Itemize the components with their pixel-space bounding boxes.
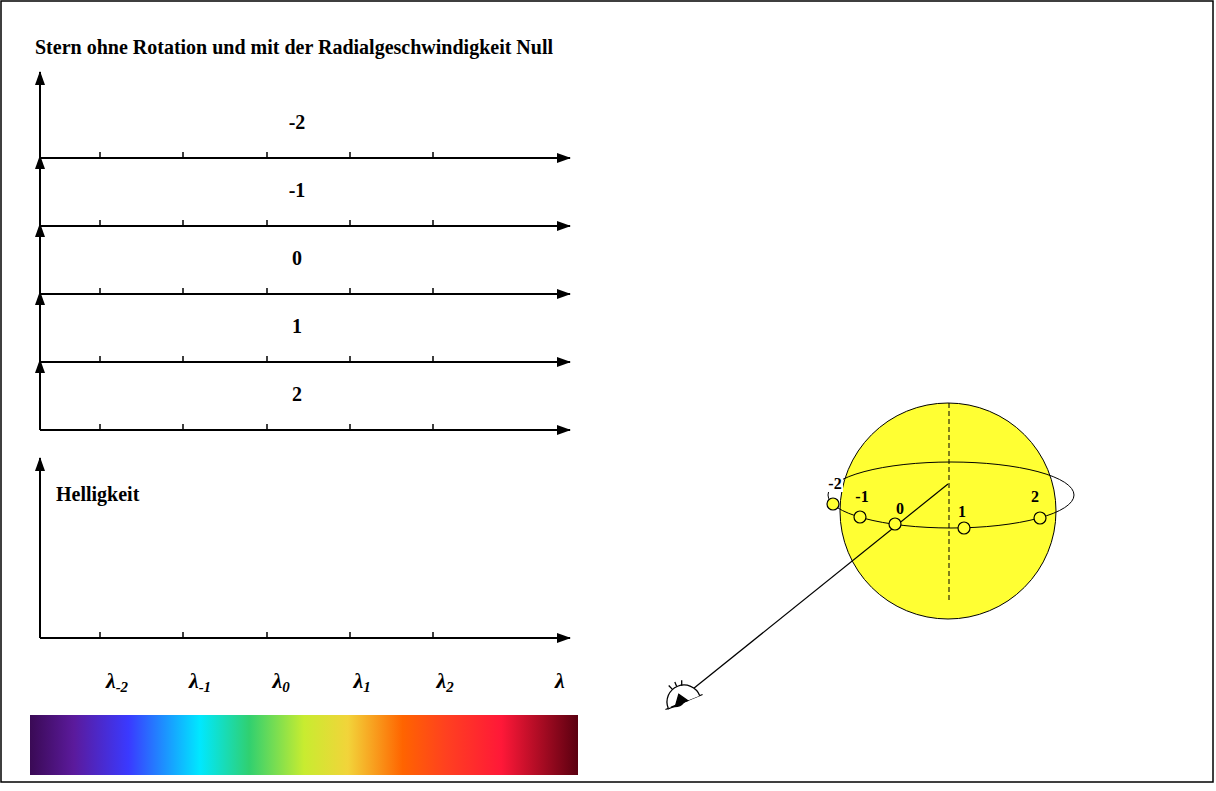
line-of-sight <box>668 484 948 709</box>
axis-label: Helligkeit <box>56 484 139 505</box>
x-axis <box>40 637 570 639</box>
x-axis <box>40 225 570 227</box>
point-label: 0 <box>895 501 905 518</box>
surface-point <box>889 518 901 530</box>
rotation-axis <box>949 403 950 603</box>
wavelength-label: λ-1 <box>189 669 211 692</box>
row-label: 0 <box>292 248 302 269</box>
spectrum-axes <box>40 72 570 638</box>
wavelength-label: λ2 <box>436 669 453 692</box>
x-axis <box>40 293 570 295</box>
surface-point <box>854 511 866 523</box>
row-label: 1 <box>292 316 302 337</box>
y-axis <box>39 224 41 294</box>
y-axis <box>39 156 41 226</box>
equator <box>828 462 1074 528</box>
wavelength-label: λ-2 <box>106 669 128 692</box>
point-label: -2 <box>827 476 842 493</box>
wavelength-label: λ <box>555 669 565 692</box>
star <box>668 403 1074 709</box>
x-axis <box>40 429 570 431</box>
eye-symbol <box>657 674 703 711</box>
wavelength-label: λ0 <box>272 669 289 692</box>
y-axis <box>39 360 41 430</box>
x-axis <box>40 361 570 363</box>
y-axis <box>39 458 41 638</box>
star-sphere <box>840 403 1056 619</box>
surface-point <box>1034 512 1046 524</box>
surface-point <box>958 522 970 534</box>
point-label: -1 <box>854 489 869 506</box>
row-label: -2 <box>289 112 306 133</box>
y-axis <box>39 292 41 362</box>
point-label: 2 <box>1030 489 1040 506</box>
point-label: 1 <box>957 504 967 521</box>
axis-ticks <box>100 152 433 638</box>
x-axis <box>40 157 570 159</box>
diagram-title: Stern ohne Rotation und mit der Radialge… <box>35 37 553 58</box>
spectrum-bar <box>30 715 578 775</box>
wavelength-label: λ1 <box>353 669 370 692</box>
y-axis <box>39 72 41 158</box>
row-label: 2 <box>292 384 302 405</box>
row-label: -1 <box>289 180 306 201</box>
surface-point <box>827 498 839 510</box>
